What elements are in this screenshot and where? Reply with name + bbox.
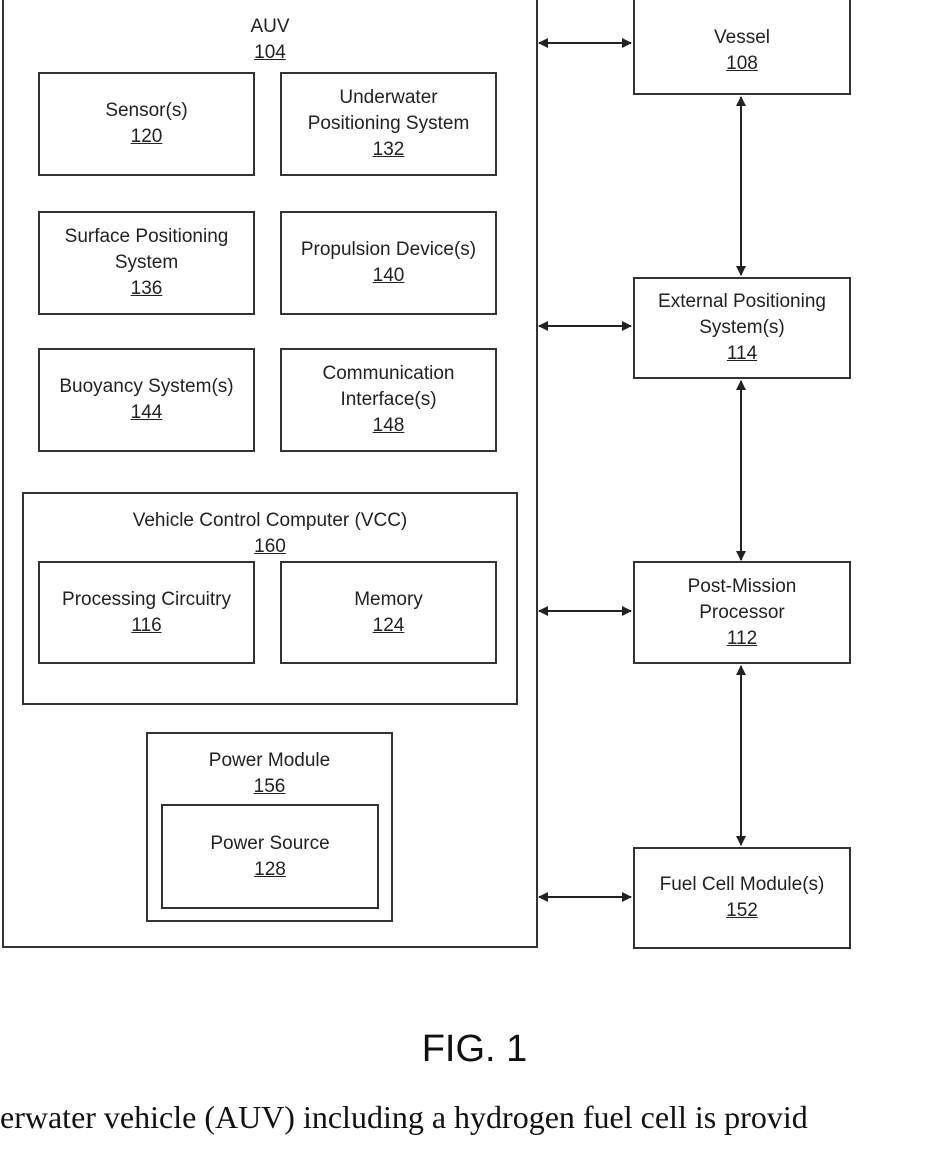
fuel-cell-box: Fuel Cell Module(s) 152 (633, 847, 851, 949)
vcc-label: Vehicle Control Computer (VCC) (133, 508, 408, 534)
underwater-positioning-box: Underwater Positioning System 132 (280, 72, 497, 176)
post-mission-box: Post-Mission Processor 112 (633, 561, 851, 664)
sensors-label: Sensor(s) (105, 98, 187, 124)
propulsion-number: 140 (373, 263, 405, 289)
power-module-header: Power Module 156 (148, 748, 391, 800)
vessel-number: 108 (726, 51, 758, 77)
memory-number: 124 (373, 613, 405, 639)
propulsion-box: Propulsion Device(s) 140 (280, 211, 497, 315)
vessel-box: Vessel 108 (633, 0, 851, 95)
auv-header: AUV 104 (4, 14, 536, 66)
surface-positioning-number: 136 (131, 276, 163, 302)
communication-box: Communication Interface(s) 148 (280, 348, 497, 452)
vcc-header: Vehicle Control Computer (VCC) 160 (24, 508, 516, 560)
post-mission-label: Post-Mission Processor (635, 574, 849, 626)
buoyancy-label: Buoyancy System(s) (59, 374, 233, 400)
external-positioning-label: External Positioning System(s) (635, 289, 849, 341)
underwater-positioning-number: 132 (373, 137, 405, 163)
sensors-box: Sensor(s) 120 (38, 72, 255, 176)
buoyancy-box: Buoyancy System(s) 144 (38, 348, 255, 452)
surface-positioning-box: Surface Positioning System 136 (38, 211, 255, 315)
power-source-label: Power Source (210, 831, 329, 857)
power-source-number: 128 (254, 857, 286, 883)
processing-circuitry-label: Processing Circuitry (62, 587, 231, 613)
external-positioning-box: External Positioning System(s) 114 (633, 277, 851, 379)
memory-label: Memory (354, 587, 423, 613)
fuel-cell-label: Fuel Cell Module(s) (660, 872, 825, 898)
buoyancy-number: 144 (131, 400, 163, 426)
sensors-number: 120 (131, 124, 163, 150)
external-positioning-number: 114 (727, 341, 757, 367)
auv-label: AUV (250, 14, 289, 40)
power-module-number: 156 (254, 774, 286, 800)
caption-line: erwater vehicle (AUV) including a hydrog… (0, 1096, 808, 1138)
surface-positioning-label: Surface Positioning System (40, 224, 253, 276)
fuel-cell-number: 152 (726, 898, 758, 924)
auv-number: 104 (254, 40, 286, 66)
figure-label: FIG. 1 (0, 1025, 949, 1073)
communication-label: Communication Interface(s) (282, 361, 495, 413)
power-source-box: Power Source 128 (161, 804, 379, 909)
underwater-positioning-label: Underwater Positioning System (282, 85, 495, 137)
processing-circuitry-number: 116 (131, 613, 161, 639)
communication-number: 148 (373, 413, 405, 439)
vcc-number: 160 (254, 534, 286, 560)
vessel-label: Vessel (714, 25, 770, 51)
memory-box: Memory 124 (280, 561, 497, 664)
power-module-label: Power Module (209, 748, 330, 774)
caption-text-block: erwater vehicle (AUV) including a hydrog… (0, 1096, 949, 1151)
post-mission-number: 112 (727, 626, 757, 652)
processing-circuitry-box: Processing Circuitry 116 (38, 561, 255, 664)
propulsion-label: Propulsion Device(s) (301, 237, 476, 263)
